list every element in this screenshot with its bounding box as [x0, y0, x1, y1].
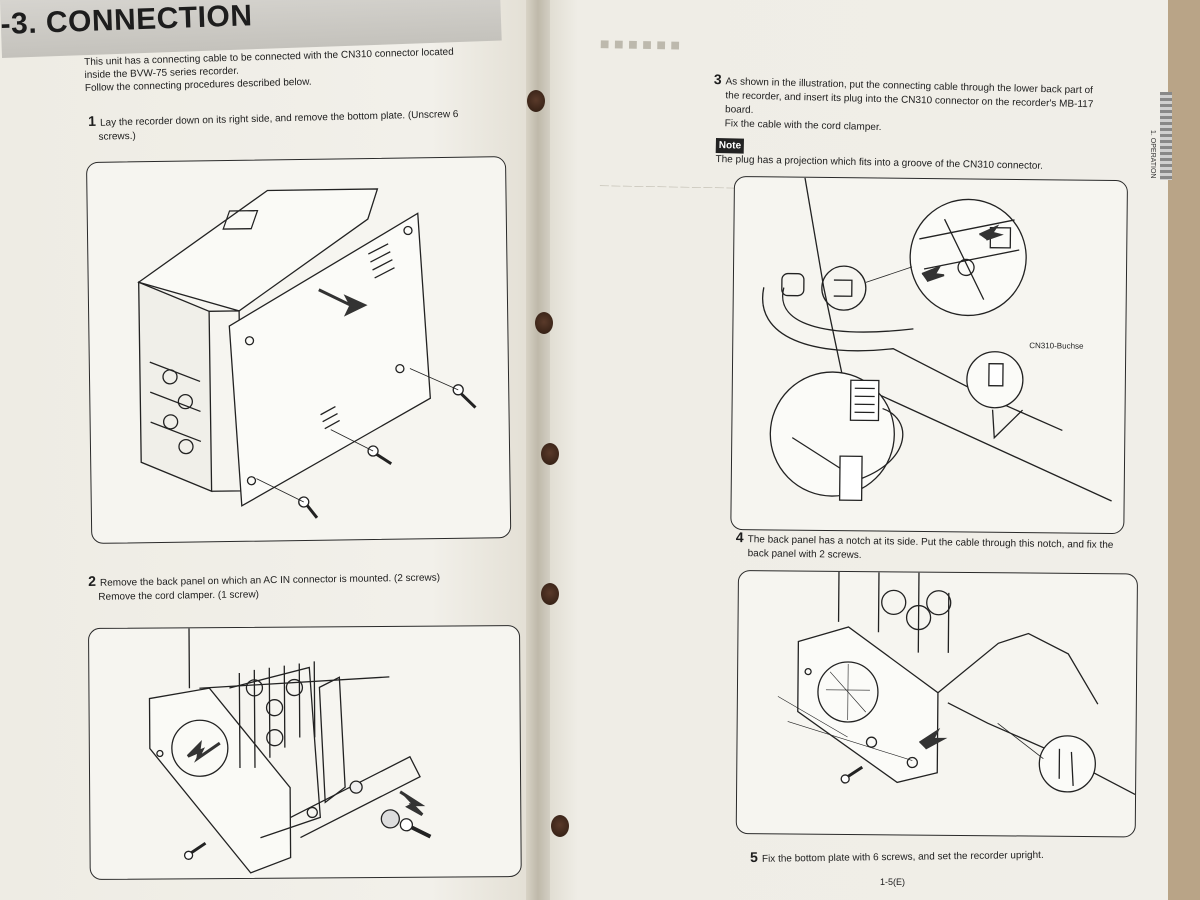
connector-label: CN310-Buchse — [1029, 341, 1084, 351]
figure-remove-back-panel — [88, 624, 522, 880]
recorder-bottom-plate-illustration — [137, 188, 477, 519]
section-tab-marker — [1160, 92, 1172, 180]
step-number: 2 — [87, 572, 97, 589]
page-number: 1-5(E) — [880, 877, 906, 887]
back-panel-notch-illustration — [777, 571, 1136, 796]
step-number: 3 — [713, 71, 722, 88]
figure-connect-cn310: CN310-Buchse — [730, 176, 1128, 535]
back-panel-removal-illustration — [148, 628, 432, 874]
bleed-through-text: ■ ■ ■ ■ ■ ■ — [599, 36, 681, 55]
figure-fix-back-panel — [735, 570, 1138, 838]
cn310-connection-illustration: CN310-Buchse — [761, 177, 1112, 502]
figure-remove-bottom-plate — [86, 156, 512, 544]
step-text: Fix the bottom plate with 6 screws, and … — [761, 849, 1044, 865]
step-number: 5 — [749, 848, 759, 865]
step-number: 4 — [735, 529, 744, 546]
side-tab-label: 1. OPERATION — [1149, 130, 1156, 179]
binder-hole — [551, 815, 569, 837]
binder-hole — [541, 583, 559, 605]
binder-hole — [541, 443, 559, 465]
binder-hole — [527, 90, 545, 112]
step-number: 1 — [87, 112, 97, 129]
binder-hole — [535, 312, 553, 334]
note-badge: Note — [715, 138, 745, 154]
